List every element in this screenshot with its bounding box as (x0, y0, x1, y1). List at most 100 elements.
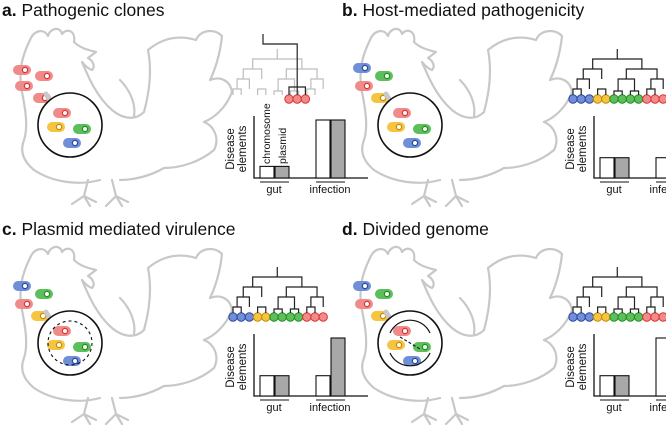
inset-bacterium-1-dot (395, 341, 403, 349)
rooster-tail-3 (202, 295, 234, 342)
tree-leaf (277, 312, 287, 322)
rooster-comb (28, 245, 76, 262)
tree-branch (597, 88, 607, 95)
rooster-b (359, 27, 574, 208)
tree-leaf (269, 312, 279, 322)
bar-infection-0 (655, 337, 666, 397)
rooster-comb (28, 27, 76, 44)
tree-leaf (625, 94, 636, 104)
rooster-tail-4 (502, 120, 558, 170)
category-label-gut: gut (606, 402, 621, 414)
rooster-belly (361, 138, 442, 184)
tree-branch-faded (257, 88, 267, 95)
rooster-tail-3 (542, 295, 574, 342)
category-label-infection: infection (650, 402, 666, 414)
category-label-infection: infection (310, 402, 351, 414)
rooster-wing (118, 296, 136, 336)
inset-bacterium-3-dot (71, 139, 79, 147)
gut-bacterium-1-dot (383, 290, 391, 298)
panel-a-title: a. Pathogenic clones (2, 0, 165, 21)
rooster-leg-left (70, 178, 98, 208)
zoom-circle (37, 310, 103, 376)
gut-bacterium-0-dot (21, 66, 29, 74)
gut-bacterium-0-dot (361, 282, 369, 290)
tree-leaf (633, 312, 644, 322)
tree-leaf (592, 94, 603, 104)
tree-branch (576, 296, 590, 307)
tree-leaf (609, 94, 619, 104)
transfer-arrow-bottom (389, 352, 431, 367)
tree-branch-faded (273, 90, 283, 95)
bar-gut-1 (274, 375, 290, 397)
y-axis-label-line2: elements (237, 125, 249, 172)
tree-leaf (642, 94, 652, 104)
tree-branch-faded (306, 88, 316, 95)
bar-gut-1 (614, 157, 630, 179)
rooster-leg-left (410, 396, 438, 426)
rooster-tail-4 (502, 338, 558, 388)
panel-b-title: b. Host-mediated pathogenicity (342, 0, 584, 21)
tree-branch (650, 78, 664, 89)
tree-branch (252, 276, 303, 287)
rooster-belly (21, 356, 102, 402)
tree-leaf (658, 312, 666, 322)
bar-gut-0 (599, 375, 615, 397)
tree-leaf (584, 312, 595, 322)
rooster-tail-1 (142, 254, 198, 332)
gut-bacterium-2-dot (363, 300, 371, 308)
tree-branch (650, 296, 664, 307)
tree-branch (613, 90, 623, 95)
bar-infection-1 (330, 119, 346, 179)
inset-bacterium-0-dot (401, 109, 409, 117)
tree-branch (242, 286, 263, 297)
tree-branch (629, 308, 640, 313)
rooster-tail-3 (202, 77, 234, 124)
gut-bacterium-1-dot (383, 72, 391, 80)
category-label-gut: gut (266, 184, 281, 196)
tree-branch (625, 286, 658, 297)
bar-infection-0 (655, 157, 666, 179)
transfer-arrow-mid (399, 336, 421, 350)
bar-infection-0 (315, 375, 331, 397)
rooster-neck (412, 40, 486, 119)
tree-branch (597, 306, 607, 313)
tree-branch (277, 296, 296, 309)
tree-branch-faded (252, 58, 303, 69)
gut-bacterium-2-dot (363, 82, 371, 90)
tree-branch-faded (242, 68, 263, 79)
tree-leaf (658, 94, 666, 104)
tree-branch (289, 308, 300, 313)
tree-branch (613, 308, 623, 313)
rooster-tail-4 (162, 120, 218, 170)
tree-branch (629, 90, 640, 95)
bar-axes (593, 116, 666, 179)
y-axis-label-line1: Disease (225, 346, 237, 388)
rooster-back-neck (19, 38, 32, 142)
transfer-arrows (47, 320, 93, 366)
tree-branch-faded (310, 78, 324, 89)
tree-branch (582, 68, 603, 79)
rooster-leg-right (444, 396, 470, 426)
rooster-tail-5 (118, 166, 166, 182)
rooster-comb (368, 27, 416, 44)
rooster-tail-5 (458, 166, 506, 182)
tree-leaf (617, 94, 627, 104)
rooster-leg-right (104, 396, 130, 426)
y-axis-label-line1: Disease (565, 128, 577, 170)
inset-bacterium-0-dot (61, 109, 69, 117)
bar-axes (593, 334, 666, 397)
series-label-chromosome: chromosome (261, 103, 273, 164)
panel-c-title-text: Plasmid mediated virulence (21, 219, 236, 239)
bar-gut-0 (259, 375, 275, 397)
zoom-circle (37, 92, 103, 158)
tree-branch (592, 58, 643, 69)
category-label-infection: infection (650, 184, 666, 196)
tree-branch (306, 306, 316, 313)
tree-branch (273, 308, 283, 313)
tree-branch (582, 286, 603, 297)
rooster-wing (118, 78, 136, 118)
gut-bacterium-2-dot (23, 82, 31, 90)
